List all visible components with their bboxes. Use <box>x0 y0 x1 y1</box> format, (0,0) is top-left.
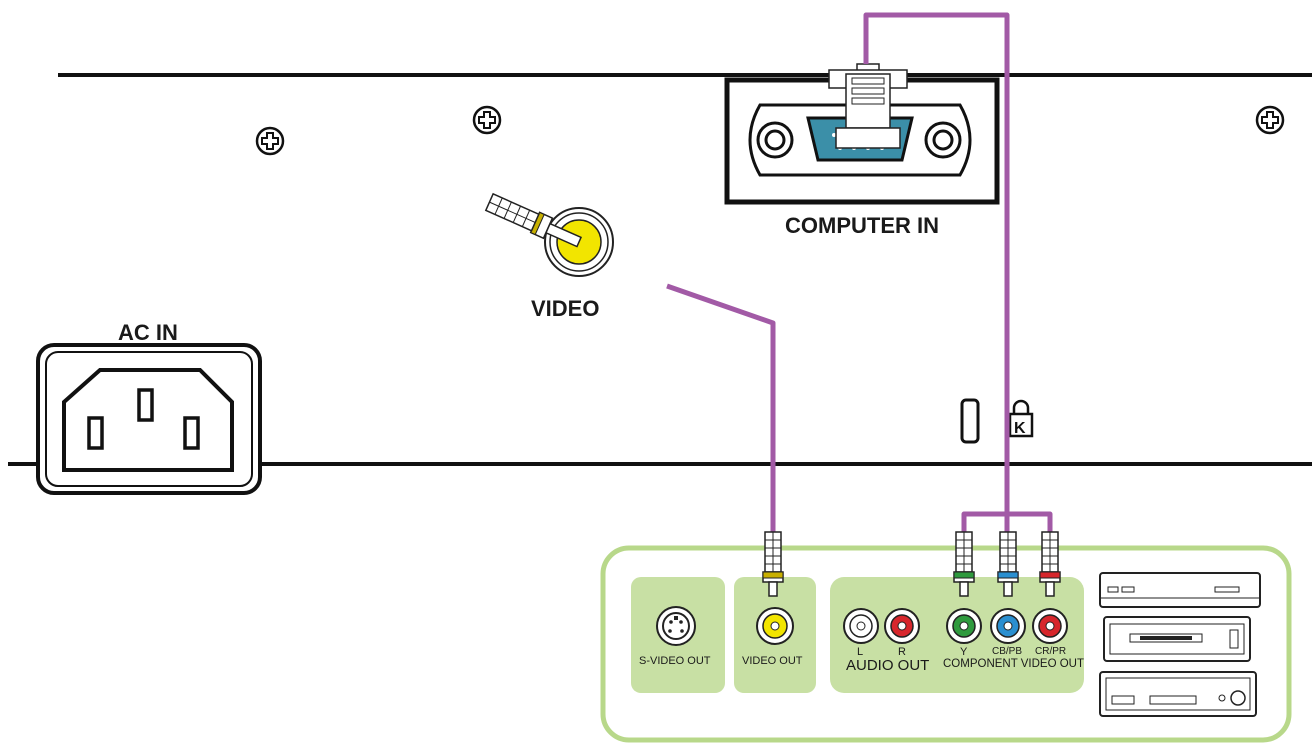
screw-icon <box>255 126 285 156</box>
audio-left-label: L <box>857 646 864 658</box>
video-label: VIDEO <box>531 296 600 321</box>
screw-icon <box>1255 105 1285 135</box>
vga-plug <box>828 63 908 149</box>
component-cb-jack-icon <box>990 608 1026 644</box>
audio-left-jack-icon <box>843 608 879 644</box>
recorder-icon <box>1099 671 1257 717</box>
component-cr-jack-icon <box>1032 608 1068 644</box>
dvd-player-icon <box>1099 572 1261 608</box>
cr-rca-plug <box>1039 531 1061 597</box>
source-panel <box>600 545 1292 743</box>
video-rca-plug <box>762 531 784 597</box>
audio-right-jack-icon <box>884 608 920 644</box>
component-y-label: Y <box>960 646 968 658</box>
cb-rca-plug <box>997 531 1019 597</box>
video-cable <box>666 283 776 532</box>
video-out-label: VIDEO OUT <box>742 655 803 667</box>
svg-text:K: K <box>1014 420 1026 437</box>
security-slot-icon: K <box>960 398 1034 444</box>
component-out-label: COMPONENT VIDEO OUT <box>943 658 1084 670</box>
component-split-cable <box>961 511 1053 532</box>
component-cable <box>863 12 1010 532</box>
screw-icon <box>472 105 502 135</box>
component-cr-label: CR/PR <box>1035 646 1067 657</box>
video-in-jack <box>484 192 614 277</box>
y-rca-plug <box>953 531 975 597</box>
video-out-jack-icon <box>756 607 794 645</box>
audio-out-label: AUDIO OUT <box>846 657 930 674</box>
ac-inlet <box>36 343 262 495</box>
computer-in-label: COMPUTER IN <box>785 213 939 238</box>
component-y-jack-icon <box>946 608 982 644</box>
component-cb-label: CB/PB <box>992 646 1023 657</box>
cables <box>666 12 1053 532</box>
vcr-icon <box>1103 616 1251 662</box>
ac-in-label: AC IN <box>118 320 178 345</box>
audio-right-label: R <box>898 646 906 658</box>
s-video-out-label: S-VIDEO OUT <box>639 655 711 667</box>
s-video-jack-icon <box>656 606 696 646</box>
